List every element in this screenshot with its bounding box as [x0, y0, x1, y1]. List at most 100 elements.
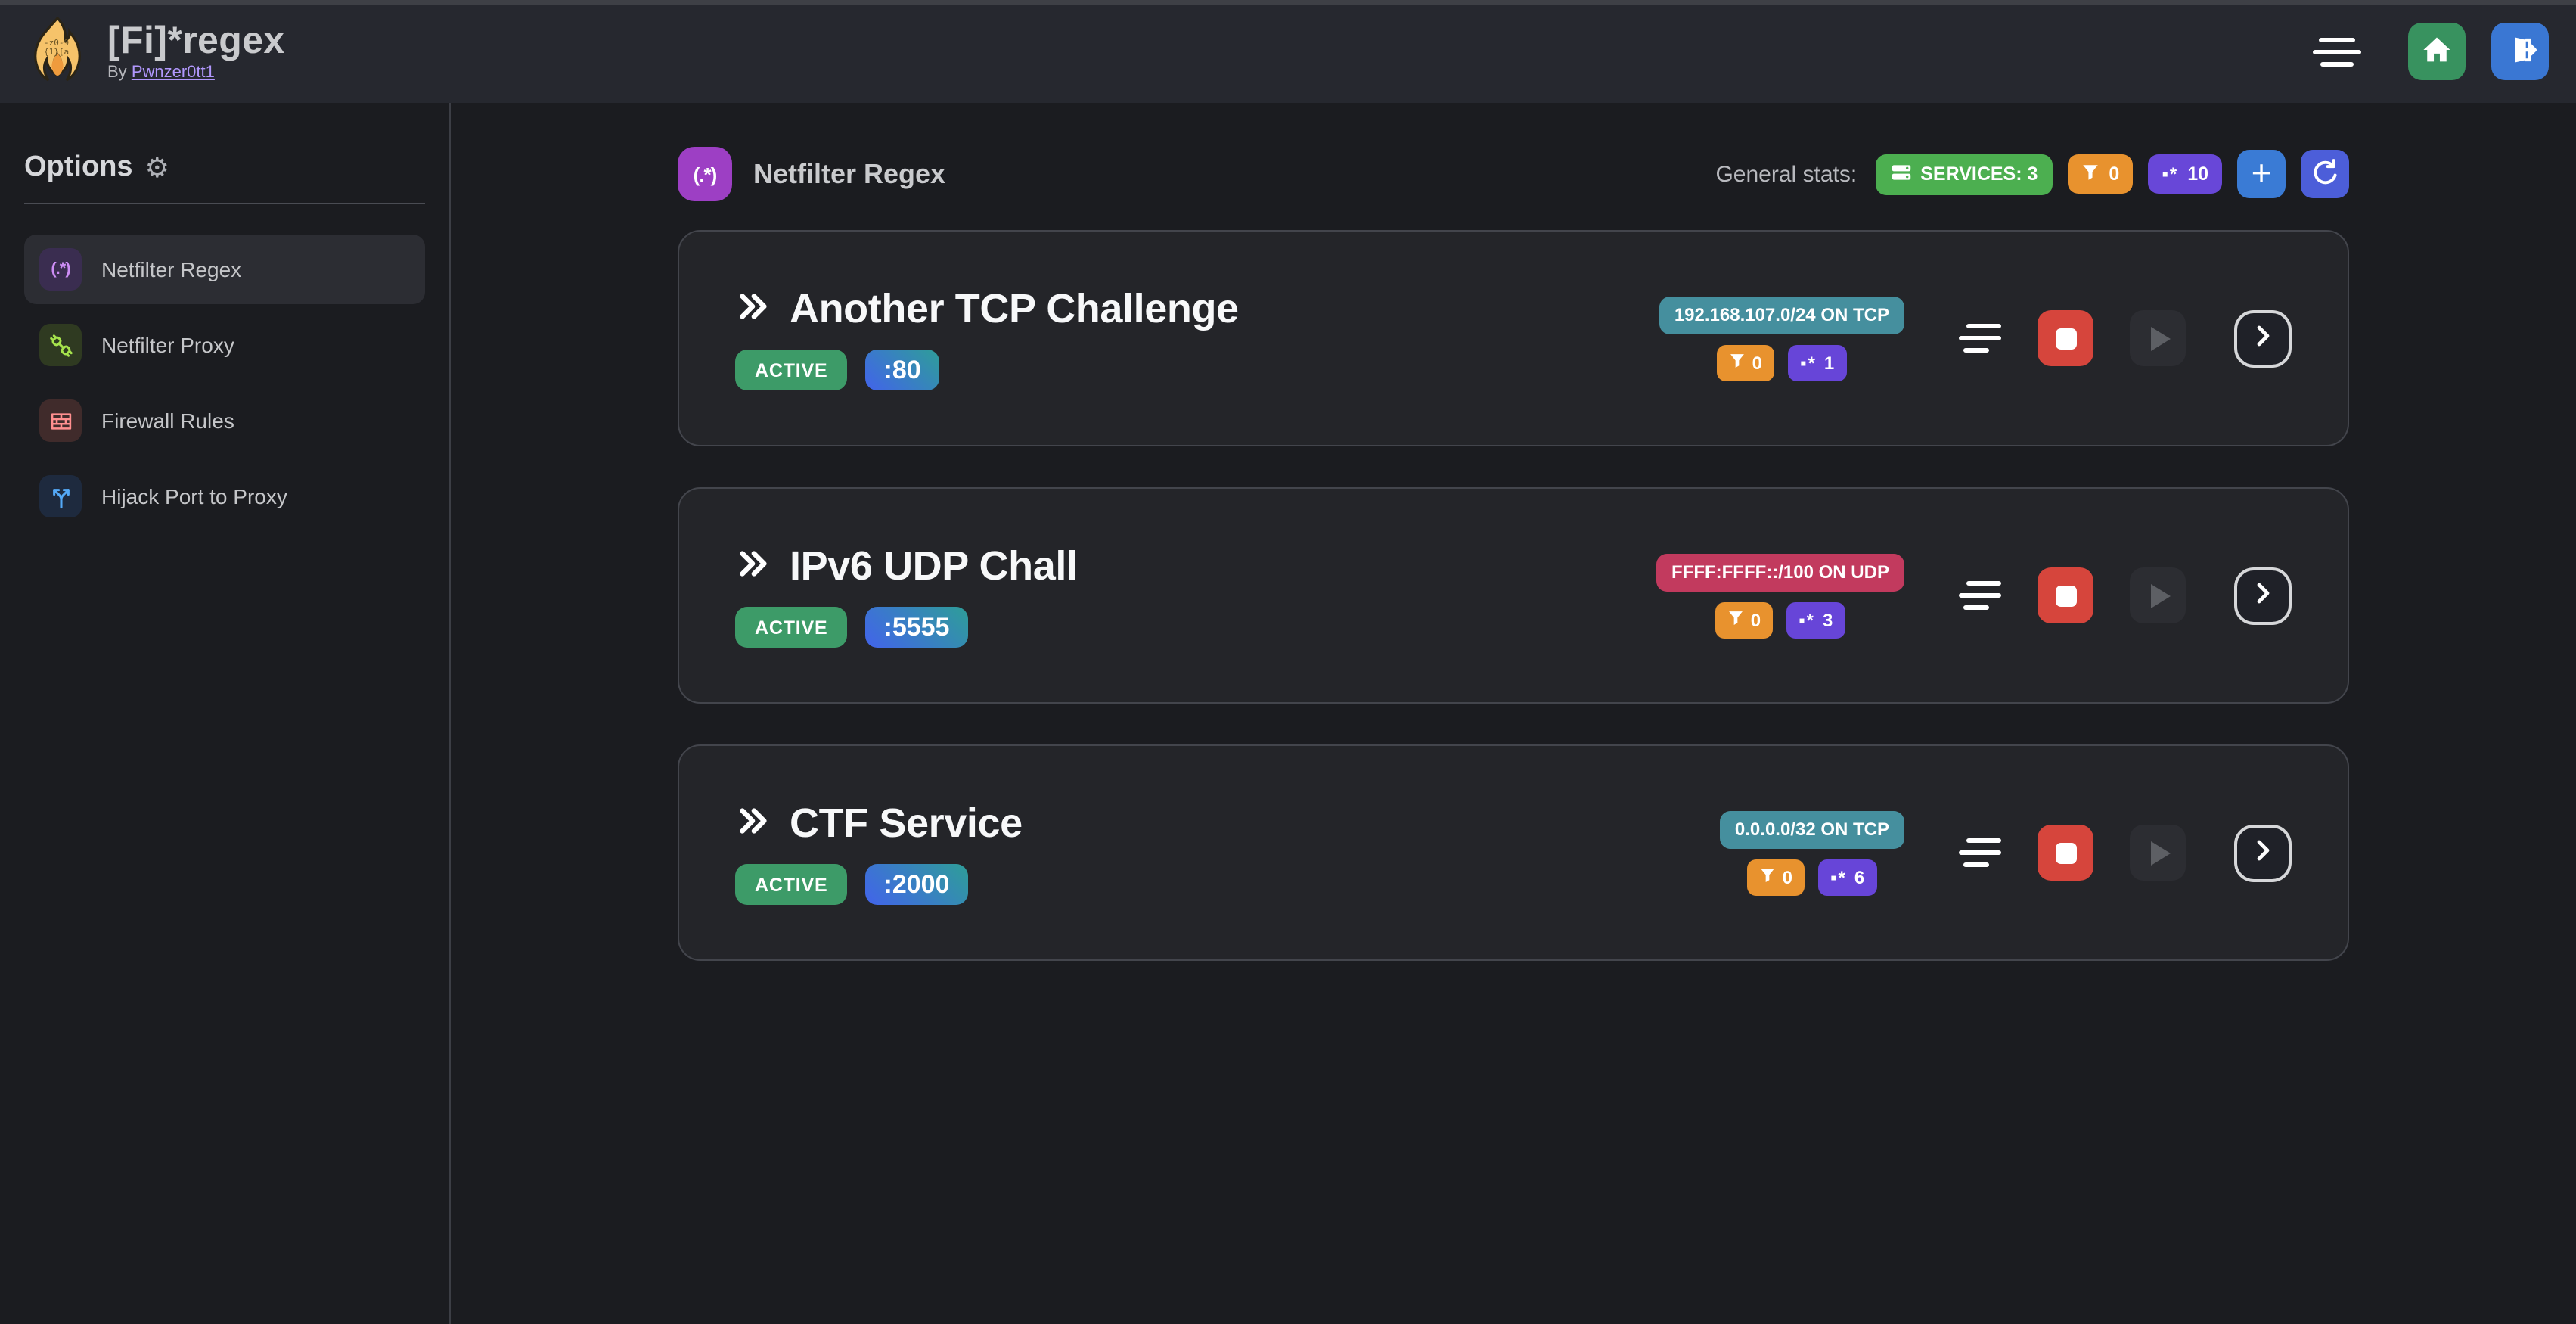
- filter-count-value: 0: [1752, 352, 1762, 373]
- sidebar: Options ⚙ (.*) Netfilter Regex: [0, 103, 451, 1324]
- service-card: Another TCP Challenge ACTIVE :80 192.168…: [678, 230, 2349, 446]
- service-name: Another TCP Challenge: [790, 286, 1239, 331]
- regex-count-value: 3: [1822, 609, 1833, 630]
- address-badge: 0.0.0.0/32 ON TCP: [1719, 810, 1904, 848]
- service-menu-button[interactable]: [1959, 324, 2001, 353]
- start-service-button[interactable]: [2130, 567, 2186, 623]
- logout-button[interactable]: [2491, 23, 2549, 80]
- sidebar-heading: Options ⚙: [24, 151, 425, 185]
- menu-bar: [2319, 37, 2355, 42]
- regexes-count-value: 10: [2187, 163, 2208, 185]
- address-badge: FFFF:FFFF::/100 ON UDP: [1656, 553, 1904, 591]
- app-title: [Fi]*regex: [107, 20, 285, 62]
- regex-section-icon: (.*): [678, 147, 732, 201]
- sidebar-heading-label: Options: [24, 151, 133, 183]
- port-badge: :5555: [865, 607, 968, 648]
- menu-bar: [1966, 324, 2001, 328]
- port-badge: :80: [865, 350, 939, 390]
- filters-count-value: 0: [2109, 163, 2120, 185]
- filter-count-badge: 0: [1717, 344, 1774, 381]
- stop-icon: [2055, 842, 2076, 863]
- chevrons-right-icon: [735, 803, 770, 845]
- general-stats: General stats: SERVICES: 3: [1715, 150, 2349, 198]
- window-top-border: [0, 0, 2576, 5]
- chevrons-right-icon: [735, 545, 770, 588]
- regexes-count-badge: ▪* 10: [2148, 154, 2222, 194]
- funnel-icon: [1760, 866, 1777, 887]
- byline-prefix: By: [107, 64, 127, 82]
- svg-text:-z0-9: -z0-9: [44, 38, 69, 48]
- sidebar-item-firewall-rules[interactable]: Firewall Rules: [24, 386, 425, 455]
- server-icon: [1890, 161, 1911, 187]
- logout-icon: [2503, 33, 2537, 70]
- regex-dot-star-icon: ▪*: [1799, 352, 1817, 373]
- service-stats: 0.0.0.0/32 ON TCP 0 ▪: [1719, 810, 1904, 895]
- filters-count-badge: 0: [2068, 154, 2134, 194]
- page-title: Netfilter Regex: [753, 158, 946, 188]
- regex-icon: (.*): [39, 248, 82, 291]
- stop-service-button[interactable]: [2038, 567, 2093, 623]
- funnel-icon: [2081, 163, 2100, 185]
- regex-count-value: 1: [1823, 352, 1835, 373]
- menu-bar: [1963, 605, 1989, 610]
- service-name: IPv6 UDP Chall: [790, 543, 1078, 589]
- refresh-icon: [2311, 157, 2339, 191]
- byline: By Pwnzer0tt1: [107, 64, 285, 82]
- play-icon: [2151, 841, 2171, 865]
- service-menu-button[interactable]: [1959, 838, 2001, 867]
- stop-service-button[interactable]: [2038, 825, 2093, 881]
- main-content: (.*) Netfilter Regex General stats:: [451, 103, 2576, 1324]
- filter-count-badge: 0: [1715, 601, 1774, 638]
- app-title-block: [Fi]*regex By Pwnzer0tt1: [107, 21, 285, 82]
- service-menu-button[interactable]: [1959, 581, 2001, 610]
- stop-service-button[interactable]: [2038, 310, 2093, 366]
- flame-logo-icon: -z0-9 {1}[a: [27, 17, 88, 86]
- navbar: -z0-9 {1}[a [Fi]*regex By Pwnzer0tt1: [0, 0, 2576, 103]
- menu-bar: [2313, 49, 2361, 54]
- regex-count-badge: ▪* 6: [1818, 859, 1877, 895]
- regex-dot-star-icon: ▪*: [1830, 866, 1847, 887]
- address-badge: 192.168.107.0/24 ON TCP: [1659, 296, 1904, 334]
- status-badge: ACTIVE: [735, 864, 848, 905]
- start-service-button[interactable]: [2130, 825, 2186, 881]
- stop-icon: [2055, 585, 2076, 606]
- regex-dot-star-icon: ▪*: [1799, 609, 1815, 630]
- navbar-menu-icon[interactable]: [2313, 37, 2361, 66]
- service-list: Another TCP Challenge ACTIVE :80 192.168…: [678, 230, 2349, 961]
- service-details-button[interactable]: [2234, 567, 2292, 624]
- home-icon: [2420, 33, 2453, 70]
- main-header: (.*) Netfilter Regex General stats:: [678, 147, 2349, 201]
- sidebar-divider: [24, 203, 425, 204]
- add-service-button[interactable]: +: [2237, 150, 2286, 198]
- service-details-button[interactable]: [2234, 824, 2292, 881]
- service-stats: FFFF:FFFF::/100 ON UDP 0: [1656, 553, 1904, 638]
- refresh-button[interactable]: [2301, 150, 2349, 198]
- plug-icon: [39, 324, 82, 366]
- menu-bar: [1966, 581, 2001, 586]
- sidebar-item-netfilter-proxy[interactable]: Netfilter Proxy: [24, 310, 425, 380]
- regex-count-badge: ▪* 1: [1787, 344, 1847, 381]
- service-details-button[interactable]: [2234, 309, 2292, 367]
- menu-bar: [1963, 862, 1989, 867]
- menu-bar: [1959, 593, 2001, 598]
- service-name: CTF Service: [790, 800, 1023, 846]
- service-card: CTF Service ACTIVE :2000 0.0.0.0/32 ON T…: [678, 744, 2349, 961]
- sidebar-item-label: Netfilter Regex: [101, 257, 242, 281]
- sidebar-item-netfilter-regex[interactable]: (.*) Netfilter Regex: [24, 235, 425, 304]
- menu-bar: [1966, 838, 2001, 843]
- chevron-right-icon: [2251, 838, 2275, 867]
- sidebar-item-hijack-port[interactable]: Hijack Port to Proxy: [24, 462, 425, 531]
- chevron-right-icon: [2251, 324, 2275, 353]
- filter-count-value: 0: [1782, 866, 1792, 887]
- plus-icon: +: [2251, 152, 2272, 191]
- split-arrows-icon: [39, 475, 82, 517]
- start-service-button[interactable]: [2130, 310, 2186, 366]
- service-card: IPv6 UDP Chall ACTIVE :5555 FFFF:FFFF::/…: [678, 487, 2349, 704]
- services-count-label: SERVICES: 3: [1920, 163, 2038, 185]
- filter-count-badge: 0: [1747, 859, 1805, 895]
- byline-link[interactable]: Pwnzer0tt1: [131, 64, 215, 82]
- sidebar-item-label: Firewall Rules: [101, 409, 234, 433]
- menu-bar: [1963, 348, 1989, 353]
- home-button[interactable]: [2408, 23, 2466, 80]
- stop-icon: [2055, 328, 2076, 349]
